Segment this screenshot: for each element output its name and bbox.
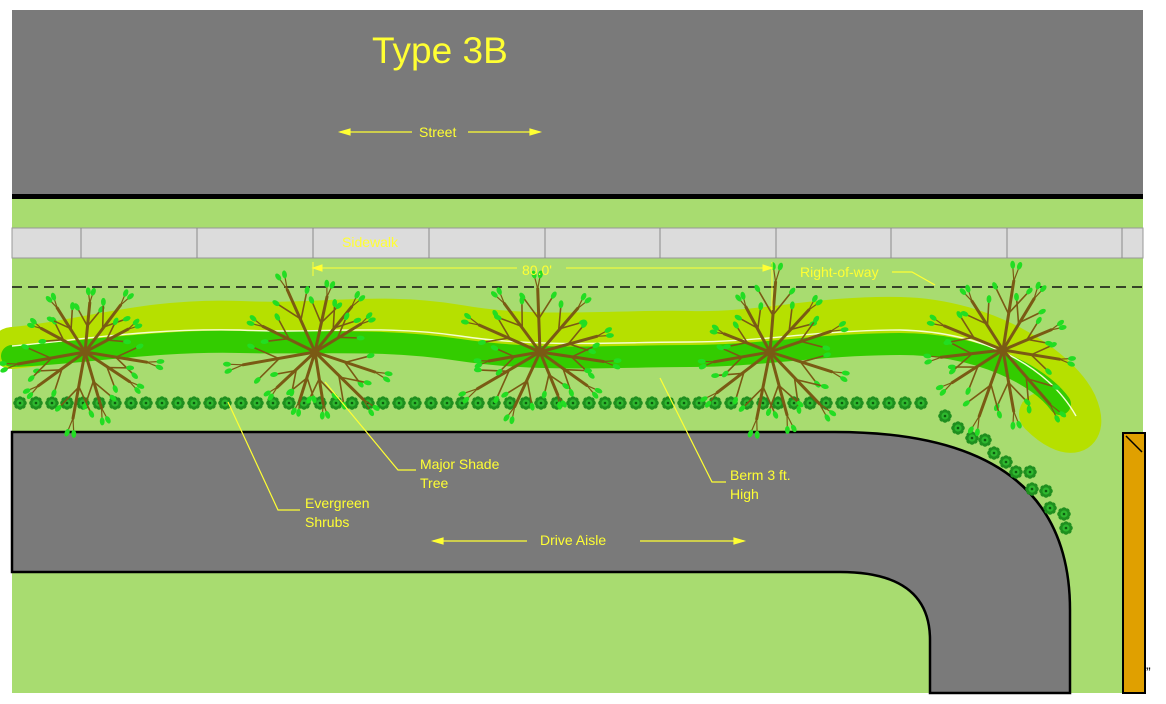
evergreen-shrub (613, 396, 627, 410)
evergreen-shrub (218, 396, 232, 410)
evergreen-shrub (1057, 507, 1071, 521)
evergreen-shrub (534, 396, 548, 410)
dimension-label: 80.0' (522, 262, 552, 278)
building-corner (1123, 433, 1145, 693)
evergreen-shrub (1043, 501, 1057, 515)
evergreen-shrub (1039, 484, 1053, 498)
evergreen-shrub (282, 396, 296, 410)
evergreen-shrub (29, 396, 43, 410)
evergreen-shrub (424, 396, 438, 410)
evergreen-shrub (951, 421, 965, 435)
street-label: Street (419, 124, 456, 140)
evergreen-shrub (566, 396, 580, 410)
evergreen-shrub (250, 396, 264, 410)
evergreen-shrub (987, 446, 1001, 460)
evergreen-shrub (171, 396, 185, 410)
evergreen-shrub (124, 396, 138, 410)
evergreen-shrub (187, 396, 201, 410)
evergreen-shrubs-label-line1: Evergreen (305, 495, 370, 511)
evergreen-shrub (392, 396, 406, 410)
major-shade-tree-label-line2: Tree (420, 475, 448, 491)
evergreen-shrub (645, 396, 659, 410)
evergreen-shrub (677, 396, 691, 410)
evergreen-shrub (1025, 482, 1039, 496)
evergreen-shrub (914, 396, 928, 410)
evergreen-shrub (850, 396, 864, 410)
major-shade-tree-label-line1: Major Shade (420, 456, 500, 472)
evergreen-shrub (882, 396, 896, 410)
street-curb-line (12, 194, 1143, 199)
stray-quote-mark: ” (1146, 664, 1151, 680)
evergreen-shrub (139, 396, 153, 410)
evergreen-shrub (471, 396, 485, 410)
evergreen-shrub (898, 396, 912, 410)
evergreen-shrub (598, 396, 612, 410)
evergreen-shrub (1009, 465, 1023, 479)
evergreen-shrub (978, 433, 992, 447)
evergreen-shrub (408, 396, 422, 410)
evergreen-shrub (629, 396, 643, 410)
evergreen-shrub (13, 396, 27, 410)
evergreen-shrub (1059, 521, 1073, 535)
evergreen-shrub (155, 396, 169, 410)
evergreen-shrub (938, 409, 952, 423)
evergreen-shrub (234, 396, 248, 410)
street-surface (12, 10, 1143, 197)
drive-aisle-label: Drive Aisle (540, 532, 606, 548)
evergreen-shrub (582, 396, 596, 410)
sidewalk-strip (12, 228, 1143, 258)
evergreen-shrub (203, 396, 217, 410)
evergreen-shrub (440, 396, 454, 410)
evergreen-shrub (999, 455, 1013, 469)
berm-label-line2: High (730, 486, 759, 502)
right-of-way-label: Right-of-way (800, 264, 879, 280)
sidewalk-label: Sidewalk (342, 234, 399, 250)
diagram-title: Type 3B (372, 30, 508, 71)
evergreen-shrub (866, 396, 880, 410)
evergreen-shrub (835, 396, 849, 410)
berm-label-line1: Berm 3 ft. (730, 467, 791, 483)
evergreen-shrubs-label-line2: Shrubs (305, 514, 349, 530)
evergreen-shrub (345, 396, 359, 410)
evergreen-shrub (1023, 465, 1037, 479)
